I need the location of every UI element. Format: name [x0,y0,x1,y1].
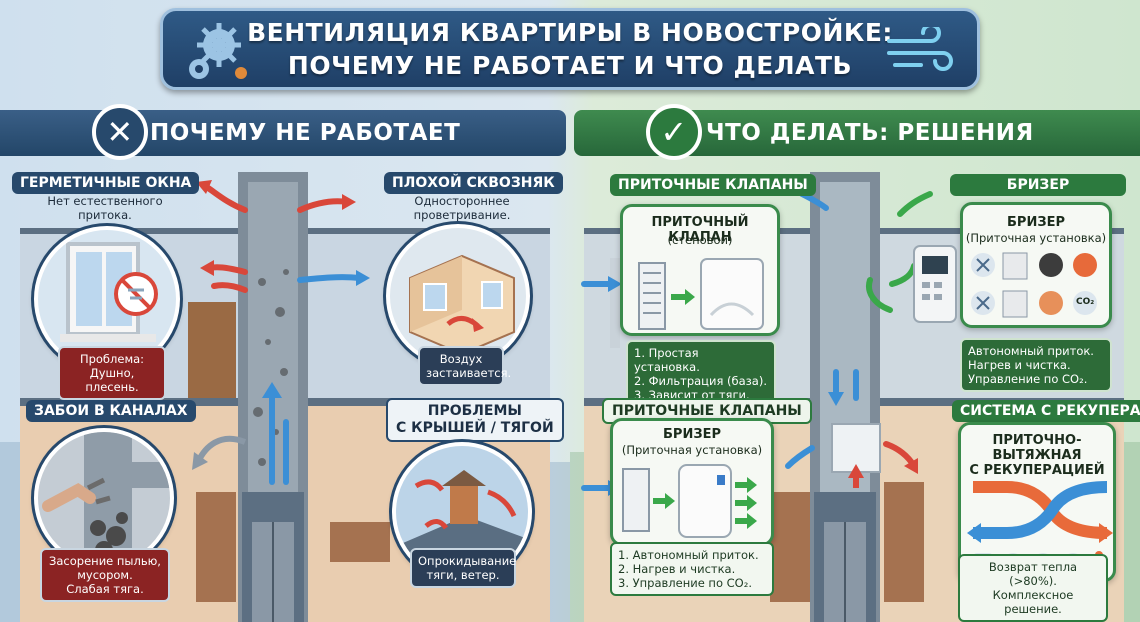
section-title-solutions: ЧТО ДЕЛАТЬ: РЕШЕНИЯ [706,120,1034,146]
label-duct-clogs: ЗАБОИ В КАНАЛАХ [26,400,196,422]
title-banner: ВЕНТИЛЯЦИЯ КВАРТИРЫ В НОВОСТРОЙКЕ: ПОЧЕМ… [160,8,980,90]
co2-icon-label: CO₂ [1076,297,1095,307]
supply-valve-title: ПРИТОЧНЫЙ КЛАПАН [651,215,749,245]
recuperation-list: Возврат тепла (>80%). Комплексное решени… [958,554,1108,622]
breezer-title: БРИЗЕР [1007,215,1065,230]
title-line-1: ВЕНТИЛЯЦИЯ КВАРТИРЫ В НОВОСТРОЙКЕ: [247,18,893,47]
supply-valve-subtitle: (стеновой) [667,233,733,247]
poor-draft-note: Воздух застаивается. [418,346,511,386]
breezer-device-icon [913,245,957,323]
breezer-subtitle: (Приточная установка) [965,231,1107,245]
breezer-unit-icon [622,464,757,538]
title-line-2: ПОЧЕМУ НЕ РАБОТАЕТ И ЧТО ДЕЛАТЬ [287,51,853,80]
section-header-solutions: ✓ ЧТО ДЕЛАТЬ: РЕШЕНИЯ [574,104,1140,160]
label-supply-valves: ПРИТОЧНЫЕ КЛАПАНЫ [610,174,816,196]
breezer-card: БРИЗЕР (Приточная установка) CO₂ [960,202,1112,328]
gears-icon [189,23,247,79]
breezer-components-icon [971,252,1097,318]
sealed-window-icon [60,242,158,342]
x-icon: ✕ [92,104,148,160]
label-breezer: БРИЗЕР [950,174,1126,196]
breezer-unit-card: БРИЗЕР (Приточная установка) [610,418,774,546]
room-illustration [386,224,530,368]
sealed-windows-problem: Проблема: Душно, плесень. [58,346,166,400]
problems-panel: ГЕРМЕТИЧНЫЕ ОКНА Нет естественного прито… [0,162,566,622]
breezer-unit-list: 1. Автономный приток. 2. Нагрев и чистка… [610,542,774,596]
label-recuperation-system: СИСТЕМА С РЕКУПЕРАЦИЕЙ [952,400,1140,422]
room-icon [409,254,515,356]
check-icon: ✓ [646,104,702,160]
wall-valve-icon [638,258,764,330]
page-title: ВЕНТИЛЯЦИЯ КВАРТИРЫ В НОВОСТРОЙКЕ: ПОЧЕМ… [247,16,893,82]
label-roof-problems: ПРОБЛЕМЫ С КРЫШЕЙ / ТЯГОЙ [386,398,564,442]
label-poor-draft: ПЛОХОЙ СКВОЗНЯК [384,172,563,194]
supply-valve-card: ПРИТОЧНЫЙ КЛАПАН (стеновой) [620,204,780,336]
section-header-problems: ✕ ПОЧЕМУ НЕ РАБОТАЕТ [0,104,566,160]
wind-icon [887,27,953,71]
section-title-problems: ПОЧЕМУ НЕ РАБОТАЕТ [150,120,461,146]
duct-clogs-note: Засорение пылью, мусором. Слабая тяга. [40,548,170,602]
solutions-panel: ПРИТОЧНЫЕ КЛАПАНЫ ПРИТОЧНЫЙ КЛАПАН (стен… [574,162,1140,622]
supply-valve-list: 1. Простая установка. 2. Фильтрация (баз… [626,340,776,408]
breezer-unit-subtitle: (Приточная установка) [621,443,763,457]
breezer-list: Автономный приток. Нагрев и чистка. Упра… [960,338,1112,392]
breezer-unit-title: БРИЗЕР [663,427,721,442]
recuperation-title: ПРИТОЧНО-ВЫТЯЖНАЯ С РЕКУПЕРАЦИЕЙ [969,433,1105,478]
duct-illustration [34,428,174,568]
poor-draft-subtitle: Одностороннее проветривание. [413,194,511,222]
roof-problems-note: Опрокидывание тяги, ветер. [410,548,516,588]
sealed-windows-subtitle: Нет естественного притока. [47,194,163,222]
label-sealed-windows: ГЕРМЕТИЧНЫЕ ОКНА [12,172,200,194]
